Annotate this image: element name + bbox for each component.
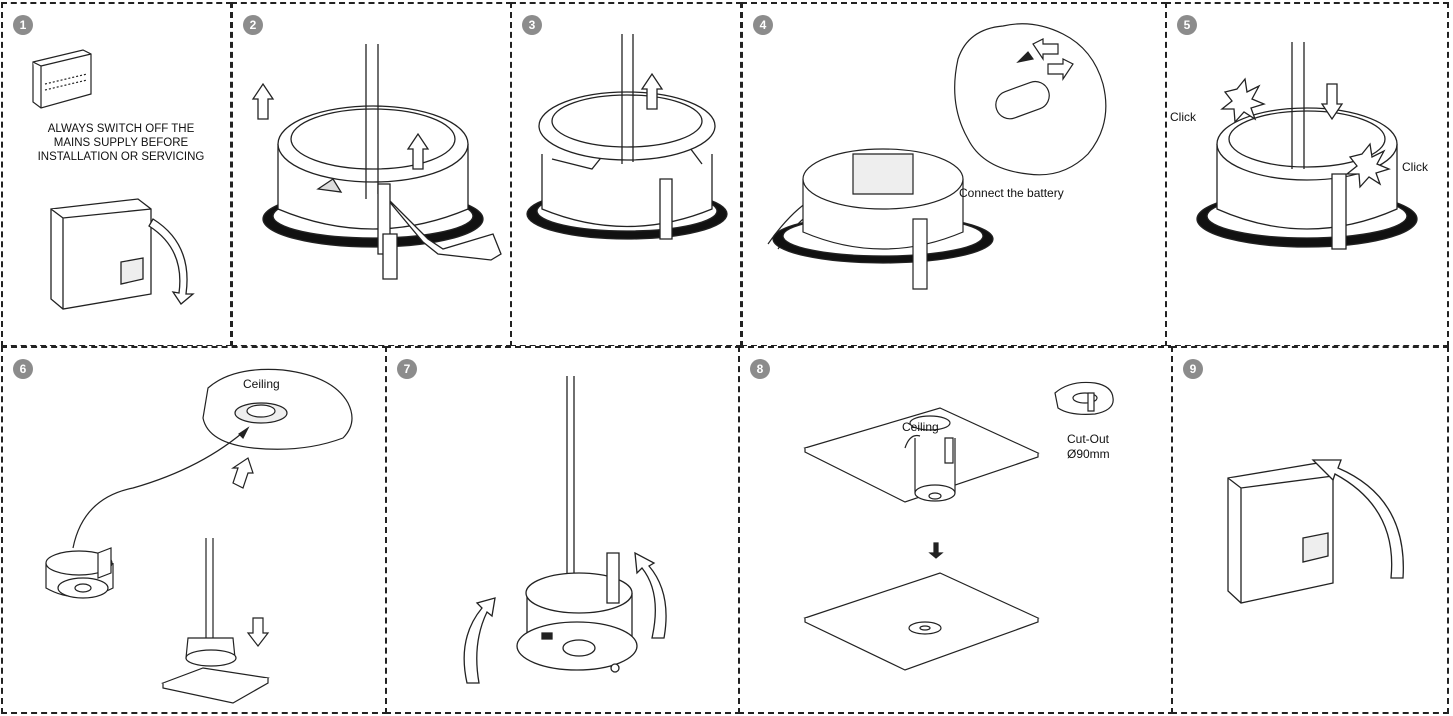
ceiling-label: Ceiling — [243, 377, 280, 391]
battery-connection-illustration — [743, 4, 1169, 349]
step-number-badge: 1 — [13, 15, 33, 35]
step-7-panel: 7 — [385, 346, 741, 714]
warning-line-2: MAINS SUPPLY BEFORE — [53, 137, 189, 149]
step-number-badge: 8 — [750, 359, 770, 379]
remove-cover-illustration — [233, 4, 514, 349]
warning-line-3: INSTALLATION OR SERVICING — [37, 151, 205, 163]
insert-fitting-illustration — [387, 348, 743, 716]
switch-on-illustration — [1173, 348, 1451, 716]
step-number-badge: 9 — [1183, 359, 1203, 379]
step-number-badge: 5 — [1177, 15, 1197, 35]
cutout-label: Cut-Out — [1067, 432, 1110, 446]
lift-cover-illustration — [512, 4, 744, 349]
step-5-panel: 5 Click Click — [1165, 2, 1449, 347]
step-number-badge: 2 — [243, 15, 263, 35]
distribution-board-illustration — [3, 4, 234, 349]
step-2-panel: 2 — [231, 2, 512, 347]
step-number-badge: 6 — [13, 359, 33, 379]
step-1-panel: 1 ALWAYS SWITCH OFF THE MAINS SUPPLY BEF… — [1, 2, 232, 347]
step-8-panel: 8 Ceiling Cut-Out Ø90mm — [738, 346, 1174, 714]
step-3-panel: 3 — [510, 2, 742, 347]
ceiling-label: Ceiling — [902, 420, 939, 434]
step-4-panel: 4 Connect the battery — [741, 2, 1167, 347]
step-number-badge: 7 — [397, 359, 417, 379]
step-number-badge: 4 — [753, 15, 773, 35]
battery-caption: Connect the battery — [959, 186, 1064, 200]
step-number-badge: 3 — [522, 15, 542, 35]
replace-cover-illustration — [1167, 4, 1451, 349]
warning-line-1: ALWAYS SWITCH OFF THE — [47, 123, 195, 135]
plug-connection-illustration — [3, 348, 390, 716]
step-9-panel: 9 — [1171, 346, 1449, 714]
click-label-left: Click — [1170, 110, 1196, 124]
click-label-right: Click — [1402, 160, 1428, 174]
ceiling-installation-illustration — [740, 348, 1176, 716]
step-6-panel: 6 Ceiling — [1, 346, 388, 714]
cutout-diameter-label: Ø90mm — [1067, 447, 1110, 461]
switch-off-illustration — [3, 4, 234, 349]
